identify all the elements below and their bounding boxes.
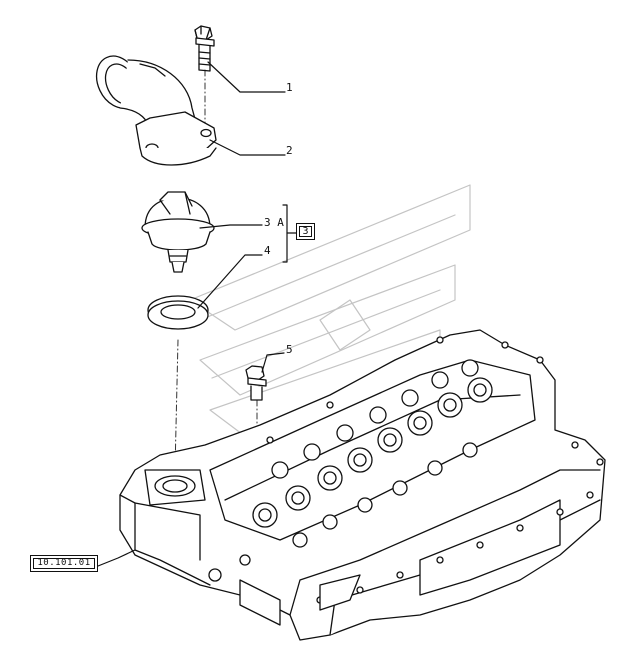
- thermostat: [141, 191, 215, 273]
- leader-4: [197, 254, 263, 309]
- leader-3a: [199, 224, 263, 229]
- leader-5: [261, 352, 285, 373]
- group-reference-label: 3: [302, 226, 309, 237]
- callout-1: 1: [286, 81, 293, 94]
- bolt-1: [194, 25, 215, 72]
- callout-5: 5: [286, 343, 293, 356]
- callout-3a: 3 A: [264, 216, 284, 229]
- leader-1: [207, 61, 286, 93]
- section-reference-box[interactable]: 10.101.01: [30, 555, 98, 572]
- leader-2: [209, 139, 286, 156]
- callout-4: 4: [264, 244, 271, 257]
- group-bracket: [282, 204, 288, 263]
- leader-ref: [97, 549, 136, 567]
- bolt-5: [245, 365, 267, 401]
- callout-2: 2: [286, 144, 293, 157]
- section-reference-label: 10.101.01: [37, 558, 91, 568]
- cylinder-head: [119, 329, 606, 641]
- leader-lines: [97, 61, 297, 567]
- gasket-ring: [147, 295, 209, 330]
- water-outlet-elbow: [95, 55, 217, 166]
- group-reference-box[interactable]: 3: [296, 223, 315, 240]
